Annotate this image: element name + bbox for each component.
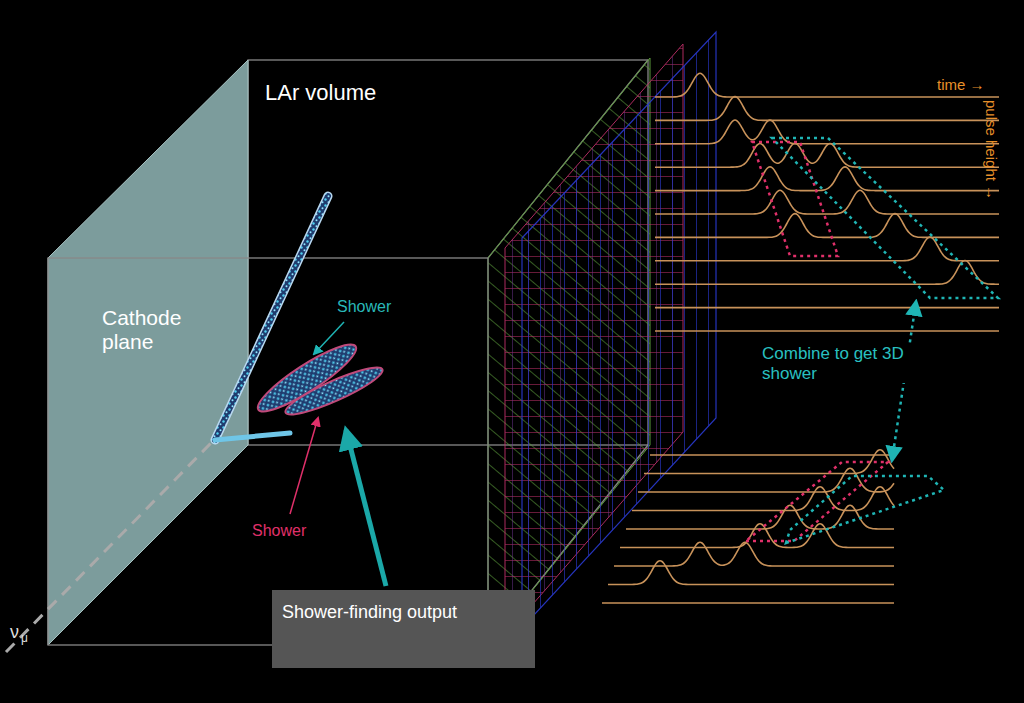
selection-box <box>752 142 838 256</box>
waveform-trace <box>608 561 894 585</box>
waveform-trace <box>655 120 999 144</box>
wire-plane-collection <box>522 32 716 628</box>
box-text: Shower-finding output <box>282 602 525 623</box>
waveform-trace <box>655 260 999 284</box>
axis-label: pulse height → <box>983 100 1000 200</box>
waveform-trace <box>655 190 999 214</box>
waveform-trace <box>626 505 894 529</box>
waveform-trace <box>650 454 894 456</box>
waveform-trace <box>655 167 999 191</box>
output-box: Shower-finding output <box>272 590 535 668</box>
leader-line <box>290 418 318 514</box>
short-track <box>215 433 290 440</box>
waveform-trace <box>655 330 999 332</box>
combine-label: Combine to get 3D shower <box>762 344 912 383</box>
particle-symbol: ν <box>10 622 19 643</box>
shower-label: Shower <box>337 298 391 316</box>
waveform-trace <box>644 450 894 474</box>
waveform-traces <box>602 73 999 603</box>
shower-label: Shower <box>252 522 306 540</box>
plane-label: Cathode plane <box>102 306 197 354</box>
cathode-plane <box>48 60 248 645</box>
output-arrow <box>346 430 386 586</box>
selection-box <box>746 462 888 541</box>
waveform-trace <box>602 602 894 604</box>
volume-label: LAr volume <box>265 80 376 105</box>
waveform-trace <box>655 143 999 167</box>
particle-subscript: μ <box>21 632 28 646</box>
shower-blob <box>282 360 387 421</box>
waveform-trace <box>655 307 999 309</box>
selection-box <box>772 138 998 298</box>
selection-box <box>786 476 944 543</box>
waveform-trace <box>655 73 999 97</box>
neutrino-path <box>6 440 214 652</box>
leader-line <box>314 322 344 354</box>
waveform-trace <box>620 524 894 548</box>
axis-label: time → <box>937 76 985 93</box>
waveform-trace <box>655 97 999 121</box>
